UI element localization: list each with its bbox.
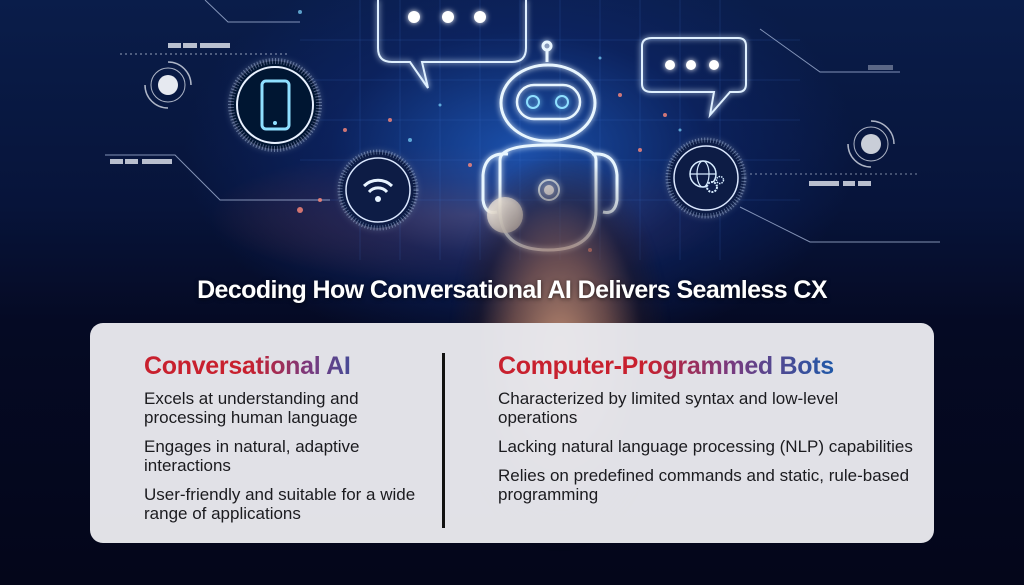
smartphone-icon	[228, 58, 322, 152]
globe-gear-icon	[665, 137, 747, 219]
list-item: Engages in natural, adaptive interaction…	[144, 437, 360, 475]
list-item: User-friendly and suitable for a wide ra…	[144, 485, 416, 523]
conversational-ai-column: Conversational AI Excels at understandin…	[144, 349, 444, 533]
target-circle-left	[144, 61, 192, 109]
chat-bubble-icon	[641, 37, 747, 119]
list-item: Lacking natural language processing (NLP…	[498, 437, 913, 456]
chat-bubble-icon	[377, 0, 527, 89]
column-divider	[442, 353, 445, 528]
tech-background-lines	[40, 0, 1000, 260]
conversational-ai-heading: Conversational AI	[144, 349, 444, 383]
computer-bots-list: Characterized by limited syntax and low-…	[498, 389, 918, 504]
conversational-ai-list: Excels at understanding and processing h…	[144, 389, 444, 523]
computer-bots-heading: Computer-Programmed Bots	[498, 349, 918, 383]
comparison-card: Conversational AI Excels at understandin…	[90, 323, 934, 543]
list-item: Excels at understanding and processing h…	[144, 389, 359, 427]
computer-bots-column: Computer-Programmed Bots Characterized b…	[498, 349, 918, 514]
list-item: Characterized by limited syntax and low-…	[498, 389, 839, 427]
wifi-icon	[337, 149, 419, 231]
target-circle-right	[847, 120, 895, 168]
page-title: Decoding How Conversational AI Delivers …	[197, 276, 827, 304]
hero-illustration	[40, 0, 1000, 260]
list-item: Relies on predefined commands and static…	[498, 466, 910, 504]
